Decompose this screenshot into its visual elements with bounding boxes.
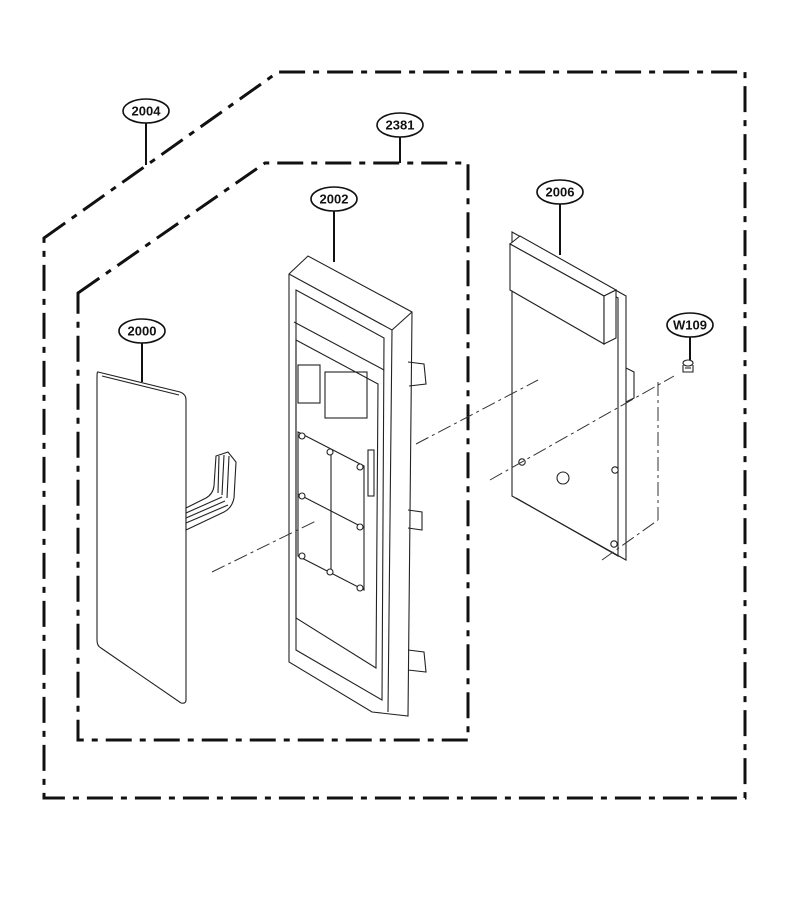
callout-2002: 2002 [310,186,358,262]
pcb-part [509,231,635,561]
callout-2004: 2004 [122,98,170,165]
callout-2004-label: 2004 [132,104,162,119]
screw-part [682,359,694,373]
membrane-part [96,371,237,704]
callout-2000-label: 2000 [128,324,157,339]
callout-2002-label: 2002 [320,192,349,207]
outer-assembly-boundary [42,70,747,800]
front-panel-part [288,255,427,717]
callout-w109: W109 [666,312,714,360]
callout-w109-label: W109 [673,318,707,333]
assembly-center-lines [211,375,675,573]
callout-2006-label: 2006 [546,185,575,200]
callout-2381-label: 2381 [386,118,415,133]
callout-2381: 2381 [376,112,424,163]
callout-2006: 2006 [536,179,584,255]
callout-2000: 2000 [118,318,166,382]
